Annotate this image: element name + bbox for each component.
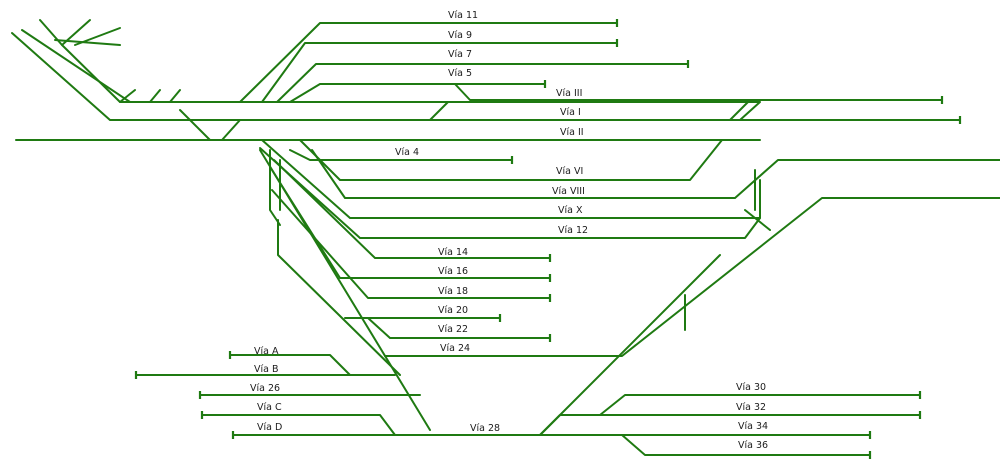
track-northwest-branch	[39, 19, 201, 103]
label-via-34: Vía 34	[738, 421, 768, 432]
label-via-b: Vía B	[254, 364, 279, 375]
label-via-22: Vía 22	[438, 324, 468, 335]
track-labels: Vía 11 Vía 9 Vía 7 Vía 5 Vía III Vía I V…	[250, 10, 768, 451]
label-via-iii: Vía III	[556, 88, 582, 99]
track-west-loop	[269, 149, 281, 226]
track-via-36	[621, 434, 871, 456]
track-lines	[11, 19, 1000, 456]
siding-stub-3	[169, 89, 181, 103]
label-via-x: Vía X	[558, 205, 583, 216]
label-via-viii: Vía VIII	[552, 186, 585, 197]
label-via-a: Vía A	[254, 346, 279, 357]
track-via-i-upper	[21, 29, 761, 121]
label-via-32: Vía 32	[736, 402, 766, 413]
buffer-stops	[134, 19, 962, 459]
siding-stub-2	[149, 89, 161, 103]
track-via-iii	[454, 83, 943, 101]
label-via-20: Vía 20	[438, 305, 468, 316]
crossover-i-ii-b	[221, 119, 241, 141]
track-via-viii	[311, 149, 1000, 199]
track-lower-diagonal-a	[277, 219, 401, 376]
track-east-loop-junction	[744, 209, 771, 231]
track-via-5	[289, 83, 546, 103]
track-lower-diagonal-b	[259, 149, 431, 431]
track-via-x	[261, 139, 761, 219]
label-via-4: Vía 4	[395, 147, 419, 158]
label-via-c: Vía C	[257, 402, 282, 413]
track-via-18	[271, 189, 551, 299]
crossover-via-iii-i	[429, 101, 449, 121]
track-via-4	[289, 149, 513, 161]
track-via-a	[229, 354, 351, 376]
label-via-16: Vía 16	[438, 266, 468, 277]
track-via-i	[11, 32, 961, 121]
track-northwest-stub-c	[54, 39, 121, 46]
crossover-i-iii-east	[729, 101, 749, 121]
label-via-5: Vía 5	[448, 68, 472, 79]
label-via-24: Vía 24	[440, 343, 470, 354]
label-via-30: Vía 30	[736, 382, 766, 393]
label-via-28: Vía 28	[470, 423, 500, 434]
track-via-32	[539, 414, 921, 436]
label-via-ii: Vía II	[560, 127, 584, 138]
track-via-7	[276, 63, 689, 103]
label-via-11: Vía 11	[448, 10, 478, 21]
track-via-30	[599, 394, 921, 416]
label-via-vi: Vía VI	[556, 166, 583, 177]
track-via-12	[259, 147, 761, 239]
track-via-c	[201, 414, 396, 436]
track-via-11	[239, 22, 618, 103]
track-via-22	[367, 317, 551, 339]
label-via-d: Vía D	[257, 422, 282, 433]
siding-stub-1	[119, 89, 136, 103]
label-via-7: Vía 7	[448, 49, 472, 60]
track-east-diagonal	[539, 254, 721, 436]
label-via-9: Vía 9	[448, 30, 472, 41]
track-via-9	[261, 42, 618, 103]
label-via-26: Vía 26	[250, 383, 280, 394]
label-via-12: Vía 12	[558, 225, 588, 236]
track-via-24	[384, 197, 1000, 357]
label-via-14: Vía 14	[438, 247, 468, 258]
crossover-i-ii-a	[179, 109, 211, 141]
label-via-36: Vía 36	[738, 440, 768, 451]
track-via-14	[273, 159, 551, 259]
label-via-18: Vía 18	[438, 286, 468, 297]
label-via-i: Vía I	[560, 107, 581, 118]
